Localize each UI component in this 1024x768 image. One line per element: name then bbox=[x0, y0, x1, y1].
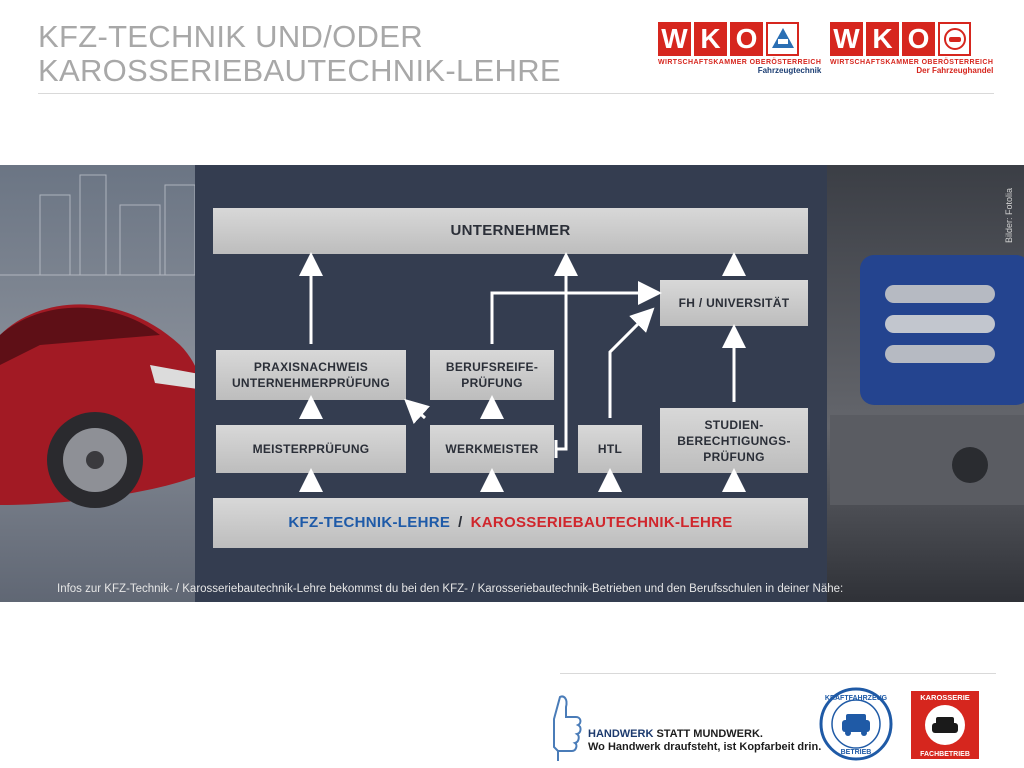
box-meisterpruefung: MEISTERPRÜFUNG bbox=[216, 425, 406, 473]
footer-divider bbox=[560, 673, 996, 674]
kfz-badge-bottom-text: BETRIEB bbox=[841, 749, 872, 756]
wko-letters: W K O bbox=[658, 22, 821, 56]
box-studienberechtigung: STUDIEN- BERECHTIGUNGS- PRÜFUNG bbox=[660, 408, 808, 473]
box-werkmeister: WERKMEISTER bbox=[430, 425, 554, 473]
lehre-slash: / bbox=[458, 514, 463, 531]
arrow-htl-fh bbox=[608, 307, 655, 418]
engine-image bbox=[830, 255, 1024, 505]
thumbs-up-icon bbox=[553, 695, 582, 761]
wko-letter-w: W bbox=[658, 22, 691, 56]
banner-engine-photo bbox=[810, 165, 1024, 602]
wko-letters: W K O bbox=[830, 22, 993, 56]
red-car-image bbox=[0, 304, 206, 508]
wko-subline: WIRTSCHAFTSKAMMER OBERÖSTERREICH bbox=[830, 59, 994, 66]
wko-letter-k: K bbox=[866, 22, 899, 56]
fahrzeugtechnik-emblem-icon bbox=[766, 22, 799, 56]
page-title: KFZ-TECHNIK UND/ODER KAROSSERIEBAUTECHNI… bbox=[38, 20, 561, 88]
wko-letter-o: O bbox=[902, 22, 935, 56]
karo-badge-top-text: KAROSSERIE bbox=[920, 693, 970, 702]
box-htl: HTL bbox=[578, 425, 642, 473]
handwerk-rest: STATT MUNDWERK. bbox=[653, 728, 763, 740]
page-title-line1: KFZ-TECHNIK UND/ODER bbox=[38, 19, 423, 54]
wko-fahrzeughandel-logo: W K O WIRTSCHAFTSKAMMER OBERÖSTERREICH D… bbox=[830, 22, 993, 75]
wko-letter-o: O bbox=[730, 22, 763, 56]
lehre-kfz-label: KFZ-TECHNIK-LEHRE bbox=[288, 514, 451, 531]
wko-subline: WIRTSCHAFTSKAMMER OBERÖSTERREICH bbox=[658, 59, 822, 66]
wko-division: Fahrzeugtechnik bbox=[757, 66, 822, 75]
city-sketch-image bbox=[0, 174, 215, 276]
arrow-werkmeister-praxis bbox=[404, 398, 430, 424]
handwerk-line2: Wo Handwerk draufsteht, ist Kopfarbeit d… bbox=[588, 741, 822, 753]
kfz-badge-top-text: KRAFTFAHRZEUG bbox=[825, 695, 888, 702]
karosserie-fachbetrieb-badge: KAROSSERIE FACHBETRIEB bbox=[910, 690, 980, 765]
box-unternehmer: UNTERNEHMER bbox=[213, 208, 808, 254]
lehre-karosserie-label: KAROSSERIEBAUTECHNIK-LEHRE bbox=[470, 514, 733, 531]
kraftfahrzeug-betrieb-badge: KRAFTFAHRZEUG BETRIEB bbox=[818, 686, 894, 767]
karo-badge-bottom-text: FACHBETRIEB bbox=[920, 751, 970, 758]
arrow-berufsreife-fh bbox=[490, 281, 662, 344]
box-praxisnachweis: PRAXISNACHWEIS UNTERNEHMERPRÜFUNG bbox=[216, 350, 406, 400]
wko-division: Der Fahrzeughandel bbox=[916, 66, 994, 75]
arrow-werkmeister-unternehmer bbox=[554, 252, 578, 451]
handwerk-word: HANDWERK bbox=[588, 728, 654, 740]
banner-car-photo bbox=[0, 165, 215, 602]
box-fh-universitaet: FH / UNIVERSITÄT bbox=[660, 280, 808, 326]
box-lehre: KFZ-TECHNIK-LEHRE / KAROSSERIEBAUTECHNIK… bbox=[213, 498, 808, 548]
title-divider bbox=[38, 93, 994, 94]
banner-caption: Infos zur KFZ-Technik- / Karosseriebaute… bbox=[57, 583, 844, 595]
wko-letter-k: K bbox=[694, 22, 727, 56]
handwerk-slogan: HANDWERK STATT MUNDWERK. Wo Handwerk dra… bbox=[588, 728, 821, 754]
wko-letter-w: W bbox=[830, 22, 863, 56]
box-berufsreifepruefung: BERUFSREIFE- PRÜFUNG bbox=[430, 350, 554, 400]
wko-fahrzeugtechnik-logo: W K O WIRTSCHAFTSKAMMER OBERÖSTERREICH F… bbox=[658, 22, 821, 75]
fahrzeughandel-emblem-icon bbox=[938, 22, 971, 56]
page-title-line2: KAROSSERIEBAUTECHNIK-LEHRE bbox=[38, 53, 561, 88]
